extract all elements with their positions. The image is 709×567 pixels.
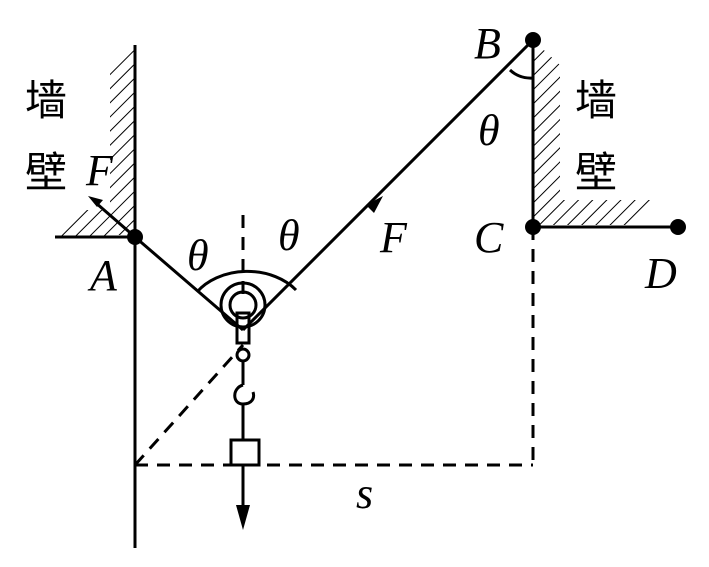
construction-lines xyxy=(133,215,535,467)
angle-arc-pulley xyxy=(195,269,298,293)
point-b-dot xyxy=(525,32,541,48)
point-c-dot xyxy=(525,219,541,235)
force-arrow-left xyxy=(88,196,136,239)
label-force-left: F xyxy=(85,146,114,195)
point-d-dot xyxy=(670,219,686,235)
rope xyxy=(134,38,535,332)
label-angle-right: θ xyxy=(278,211,300,260)
left-wall xyxy=(55,45,137,239)
label-angle-b: θ xyxy=(478,106,500,155)
label-a: A xyxy=(87,251,118,300)
label-distance: s xyxy=(356,469,373,518)
wall-left-label: 墙壁 xyxy=(25,76,67,197)
right-wall xyxy=(531,40,678,229)
label-b: B xyxy=(474,19,501,68)
point-a-dot xyxy=(127,229,143,245)
wall-right-label-stack: 墙壁 xyxy=(575,76,617,197)
label-c: C xyxy=(474,213,504,262)
label-force-right: F xyxy=(379,213,408,262)
label-angle-left: θ xyxy=(187,231,209,280)
pulley xyxy=(219,281,267,530)
angle-arc-b xyxy=(508,68,534,80)
label-d: D xyxy=(644,249,677,298)
